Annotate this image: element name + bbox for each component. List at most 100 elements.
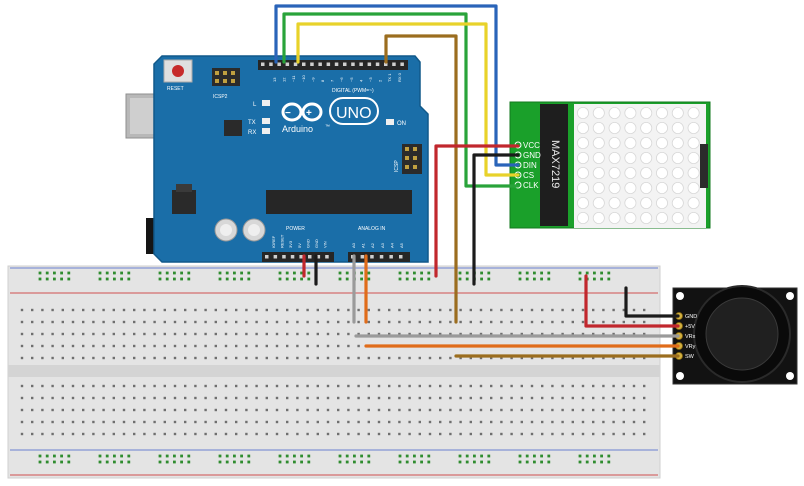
terminal-hole <box>112 332 115 336</box>
terminal-hole <box>408 408 411 412</box>
terminal-hole <box>347 420 350 424</box>
terminal-hole <box>194 320 197 324</box>
header-pin <box>282 255 286 259</box>
matrix-led <box>608 107 621 120</box>
terminal-hole <box>224 308 228 312</box>
terminal-hole <box>194 408 197 412</box>
matrix-led <box>577 107 590 120</box>
matrix-led <box>592 196 605 209</box>
terminal-hole <box>20 396 24 400</box>
rail-hole <box>458 271 462 275</box>
rail-hole <box>405 277 409 281</box>
rail-hole <box>158 271 162 275</box>
power-label: POWER <box>286 226 305 232</box>
terminal-hole <box>173 308 177 312</box>
header-pin <box>360 255 365 259</box>
terminal-hole <box>20 432 24 436</box>
terminal-hole <box>520 396 523 400</box>
rail-hole <box>105 277 109 281</box>
terminal-hole <box>408 432 411 436</box>
terminal-hole <box>530 408 534 412</box>
matrix-led <box>608 166 621 179</box>
rail-hole <box>307 454 311 458</box>
terminal-hole <box>122 344 126 348</box>
matrix-led <box>671 181 684 194</box>
terminal-hole <box>194 420 197 424</box>
rail-hole <box>480 277 483 281</box>
terminal-hole <box>255 420 258 424</box>
rail-hole <box>278 454 282 458</box>
rail-hole <box>45 460 49 464</box>
terminal-hole <box>632 432 636 436</box>
terminal-hole <box>92 396 95 400</box>
terminal-hole <box>347 432 350 436</box>
rail-hole <box>593 460 596 464</box>
matrix-pin-label: CLK <box>523 181 539 190</box>
rail-hole <box>105 454 109 458</box>
terminal-hole <box>530 308 534 312</box>
terminal-hole <box>153 408 156 412</box>
terminal-hole <box>102 384 105 388</box>
power-pin-label: GND <box>314 239 319 248</box>
digital-pin-label: ~9 <box>310 77 315 82</box>
analog-header <box>348 252 410 262</box>
terminal-hole <box>20 384 24 388</box>
terminal-hole <box>255 408 258 412</box>
terminal-hole <box>235 408 238 412</box>
rail-hole <box>525 460 529 464</box>
header-pin <box>269 62 273 66</box>
terminal-hole <box>592 420 595 424</box>
rail-hole <box>338 277 342 281</box>
rail-hole <box>180 460 183 464</box>
rail-hole <box>427 271 431 275</box>
terminal-hole <box>31 432 34 436</box>
terminal-hole <box>214 384 217 388</box>
usb-chip <box>224 120 242 136</box>
terminal-hole <box>500 396 503 400</box>
terminal-hole <box>316 408 319 412</box>
terminal-hole <box>326 432 330 436</box>
terminal-hole <box>153 432 156 436</box>
rail-hole <box>218 460 222 464</box>
digital-pin-label: TX 1 <box>387 73 392 82</box>
terminal-hole <box>214 408 217 412</box>
rail-hole <box>540 460 543 464</box>
joystick-pin-label: GND <box>685 314 697 320</box>
terminal-hole <box>500 320 503 324</box>
terminal-hole <box>102 356 105 360</box>
terminal-hole <box>326 332 330 336</box>
terminal-hole <box>490 408 493 412</box>
terminal-hole <box>194 384 197 388</box>
rail-hole <box>398 277 402 281</box>
terminal-hole <box>112 320 115 324</box>
terminal-hole <box>643 432 646 436</box>
rail-hole <box>278 460 282 464</box>
matrix-led <box>608 211 621 224</box>
terminal-hole <box>204 308 207 312</box>
terminal-hole <box>265 432 268 436</box>
terminal-hole <box>479 384 483 388</box>
terminal-hole <box>541 384 544 388</box>
terminal-hole <box>153 396 156 400</box>
matrix-led <box>608 122 621 135</box>
terminal-hole <box>61 308 64 312</box>
header-pin <box>299 255 303 259</box>
terminal-hole <box>337 396 340 400</box>
rail-hole <box>105 271 109 275</box>
terminal-hole <box>31 408 34 412</box>
terminal-hole <box>102 332 105 336</box>
regulator-tab <box>176 184 192 192</box>
terminal-hole <box>367 384 370 388</box>
terminal-hole <box>214 332 217 336</box>
rail-hole <box>278 277 282 281</box>
terminal-hole <box>459 384 462 388</box>
terminal-hole <box>530 320 534 324</box>
arduino-logo: − + <box>281 102 323 122</box>
rail-hole <box>345 271 349 275</box>
terminal-hole <box>122 332 126 336</box>
terminal-hole <box>388 356 391 360</box>
terminal-hole <box>337 320 340 324</box>
matrix-led <box>640 122 653 135</box>
header-pin <box>375 62 380 66</box>
terminal-hole <box>184 332 187 336</box>
